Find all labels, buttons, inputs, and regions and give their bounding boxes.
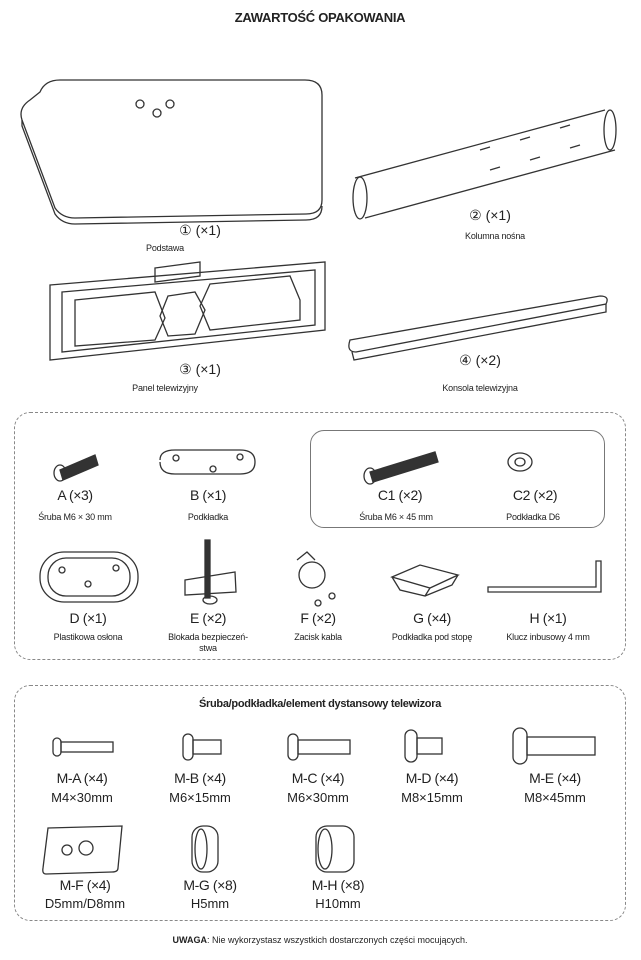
part-b-name: Podkładka bbox=[187, 512, 229, 522]
part-d-qty: D (×1) bbox=[69, 610, 107, 626]
part-f-name: Zacisk kabla bbox=[294, 632, 342, 642]
m-d-spec: M8×15mm bbox=[401, 790, 463, 805]
tv-hardware-box bbox=[14, 685, 626, 921]
hardware-box bbox=[14, 412, 626, 660]
footer-text: : Nie wykorzystasz wszystkich dostarczon… bbox=[206, 935, 468, 945]
part-h-name: Klucz inbusowy 4 mm bbox=[506, 632, 590, 642]
part-e-name: Blokada bezpieczeń- stwa bbox=[168, 632, 248, 653]
part-d-name: Plastikowa osłona bbox=[53, 632, 123, 642]
part-b-qty: B (×1) bbox=[189, 487, 227, 503]
part-c1-qty: C1 (×2) bbox=[377, 487, 423, 503]
part-2-qty: ② (×1) bbox=[469, 207, 511, 223]
m-a-spec: M4×30mm bbox=[51, 790, 113, 805]
part-4-name: Konsola telewizyjna bbox=[442, 383, 518, 393]
part-f-qty: F (×2) bbox=[300, 610, 336, 626]
part-c2-qty: C2 (×2) bbox=[512, 487, 558, 503]
part-1-qty: ① (×1) bbox=[179, 222, 221, 238]
part-g-name: Podkładka pod stopę bbox=[391, 632, 473, 642]
m-b-spec: M6×15mm bbox=[169, 790, 231, 805]
part-2-name: Kolumna nośna bbox=[465, 231, 525, 241]
part-c1-name: Śruba M6 × 45 mm bbox=[359, 512, 433, 522]
part-h-qty: H (×1) bbox=[529, 610, 567, 626]
part-3-name: Panel telewizyjny bbox=[132, 383, 198, 393]
m-c-qty: M-C (×4) bbox=[291, 770, 345, 786]
page-title: ZAWARTOŚĆ OPAKOWANIA bbox=[234, 10, 406, 25]
part-1-name: Podstawa bbox=[146, 243, 184, 253]
part-4-qty: ④ (×2) bbox=[459, 352, 501, 368]
footer-label: UWAGA bbox=[172, 935, 207, 945]
tv-hardware-heading: Śruba/podkładka/element dystansowy telew… bbox=[198, 698, 442, 710]
part-e-qty: E (×2) bbox=[189, 610, 227, 626]
footer-note: UWAGA: Nie wykorzystasz wszystkich dosta… bbox=[172, 935, 467, 945]
m-g-spec: H5mm bbox=[190, 896, 230, 911]
part-a-name: Śruba M6 × 30 mm bbox=[38, 512, 112, 522]
m-b-qty: M-B (×4) bbox=[174, 770, 226, 786]
m-e-spec: M8×45mm bbox=[524, 790, 586, 805]
m-c-spec: M6×30mm bbox=[287, 790, 349, 805]
m-f-qty: M-F (×4) bbox=[59, 877, 111, 893]
part-a-qty: A (×3) bbox=[57, 487, 93, 503]
m-h-qty: M-H (×8) bbox=[311, 877, 365, 893]
m-h-spec: H10mm bbox=[315, 896, 361, 911]
part-3-qty: ③ (×1) bbox=[179, 361, 221, 377]
m-d-qty: M-D (×4) bbox=[405, 770, 459, 786]
m-g-qty: M-G (×8) bbox=[183, 877, 237, 893]
m-e-qty: M-E (×4) bbox=[529, 770, 581, 786]
part-c2-name: Podkładka D6 bbox=[506, 512, 560, 522]
m-a-qty: M-A (×4) bbox=[56, 770, 108, 786]
m-f-spec: D5mm/D8mm bbox=[44, 896, 126, 911]
part-g-qty: G (×4) bbox=[413, 610, 451, 626]
c-parts-box bbox=[310, 430, 605, 528]
